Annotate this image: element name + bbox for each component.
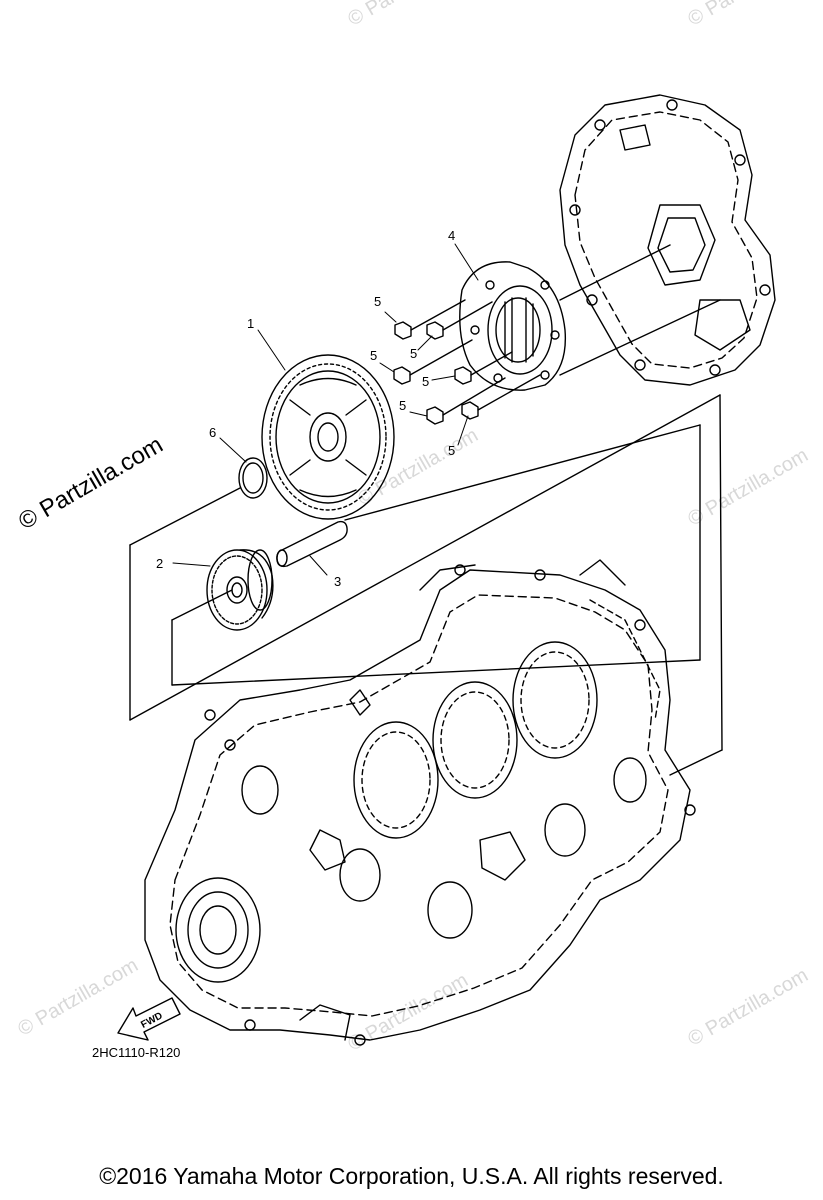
starter-clutch xyxy=(459,261,567,391)
callout-5: 5 xyxy=(448,443,455,458)
callout-5: 5 xyxy=(399,398,406,413)
callout-3: 3 xyxy=(334,574,341,589)
starter-wheel-gear xyxy=(261,354,395,520)
callout-6: 6 xyxy=(209,425,216,440)
shaft xyxy=(276,520,348,568)
bolts xyxy=(393,299,541,425)
crankcase-cover xyxy=(559,94,776,386)
crankcase xyxy=(144,559,696,1046)
callout-2: 2 xyxy=(156,556,163,571)
callout-1: 1 xyxy=(247,316,254,331)
copyright-notice: ©2016 Yamaha Motor Corporation, U.S.A. A… xyxy=(99,1163,724,1189)
fwd-arrow-icon xyxy=(117,997,181,1041)
leader-lines xyxy=(129,244,723,776)
callout-4: 4 xyxy=(448,228,455,243)
callout-5: 5 xyxy=(374,294,381,309)
idler-gear xyxy=(206,549,274,631)
callout-5: 5 xyxy=(422,374,429,389)
callout-5: 5 xyxy=(370,348,377,363)
callout-leaders xyxy=(172,243,479,576)
washer xyxy=(238,457,268,499)
diagram-code: 2HC1110-R120 xyxy=(92,1045,181,1060)
callout-5: 5 xyxy=(410,346,417,361)
